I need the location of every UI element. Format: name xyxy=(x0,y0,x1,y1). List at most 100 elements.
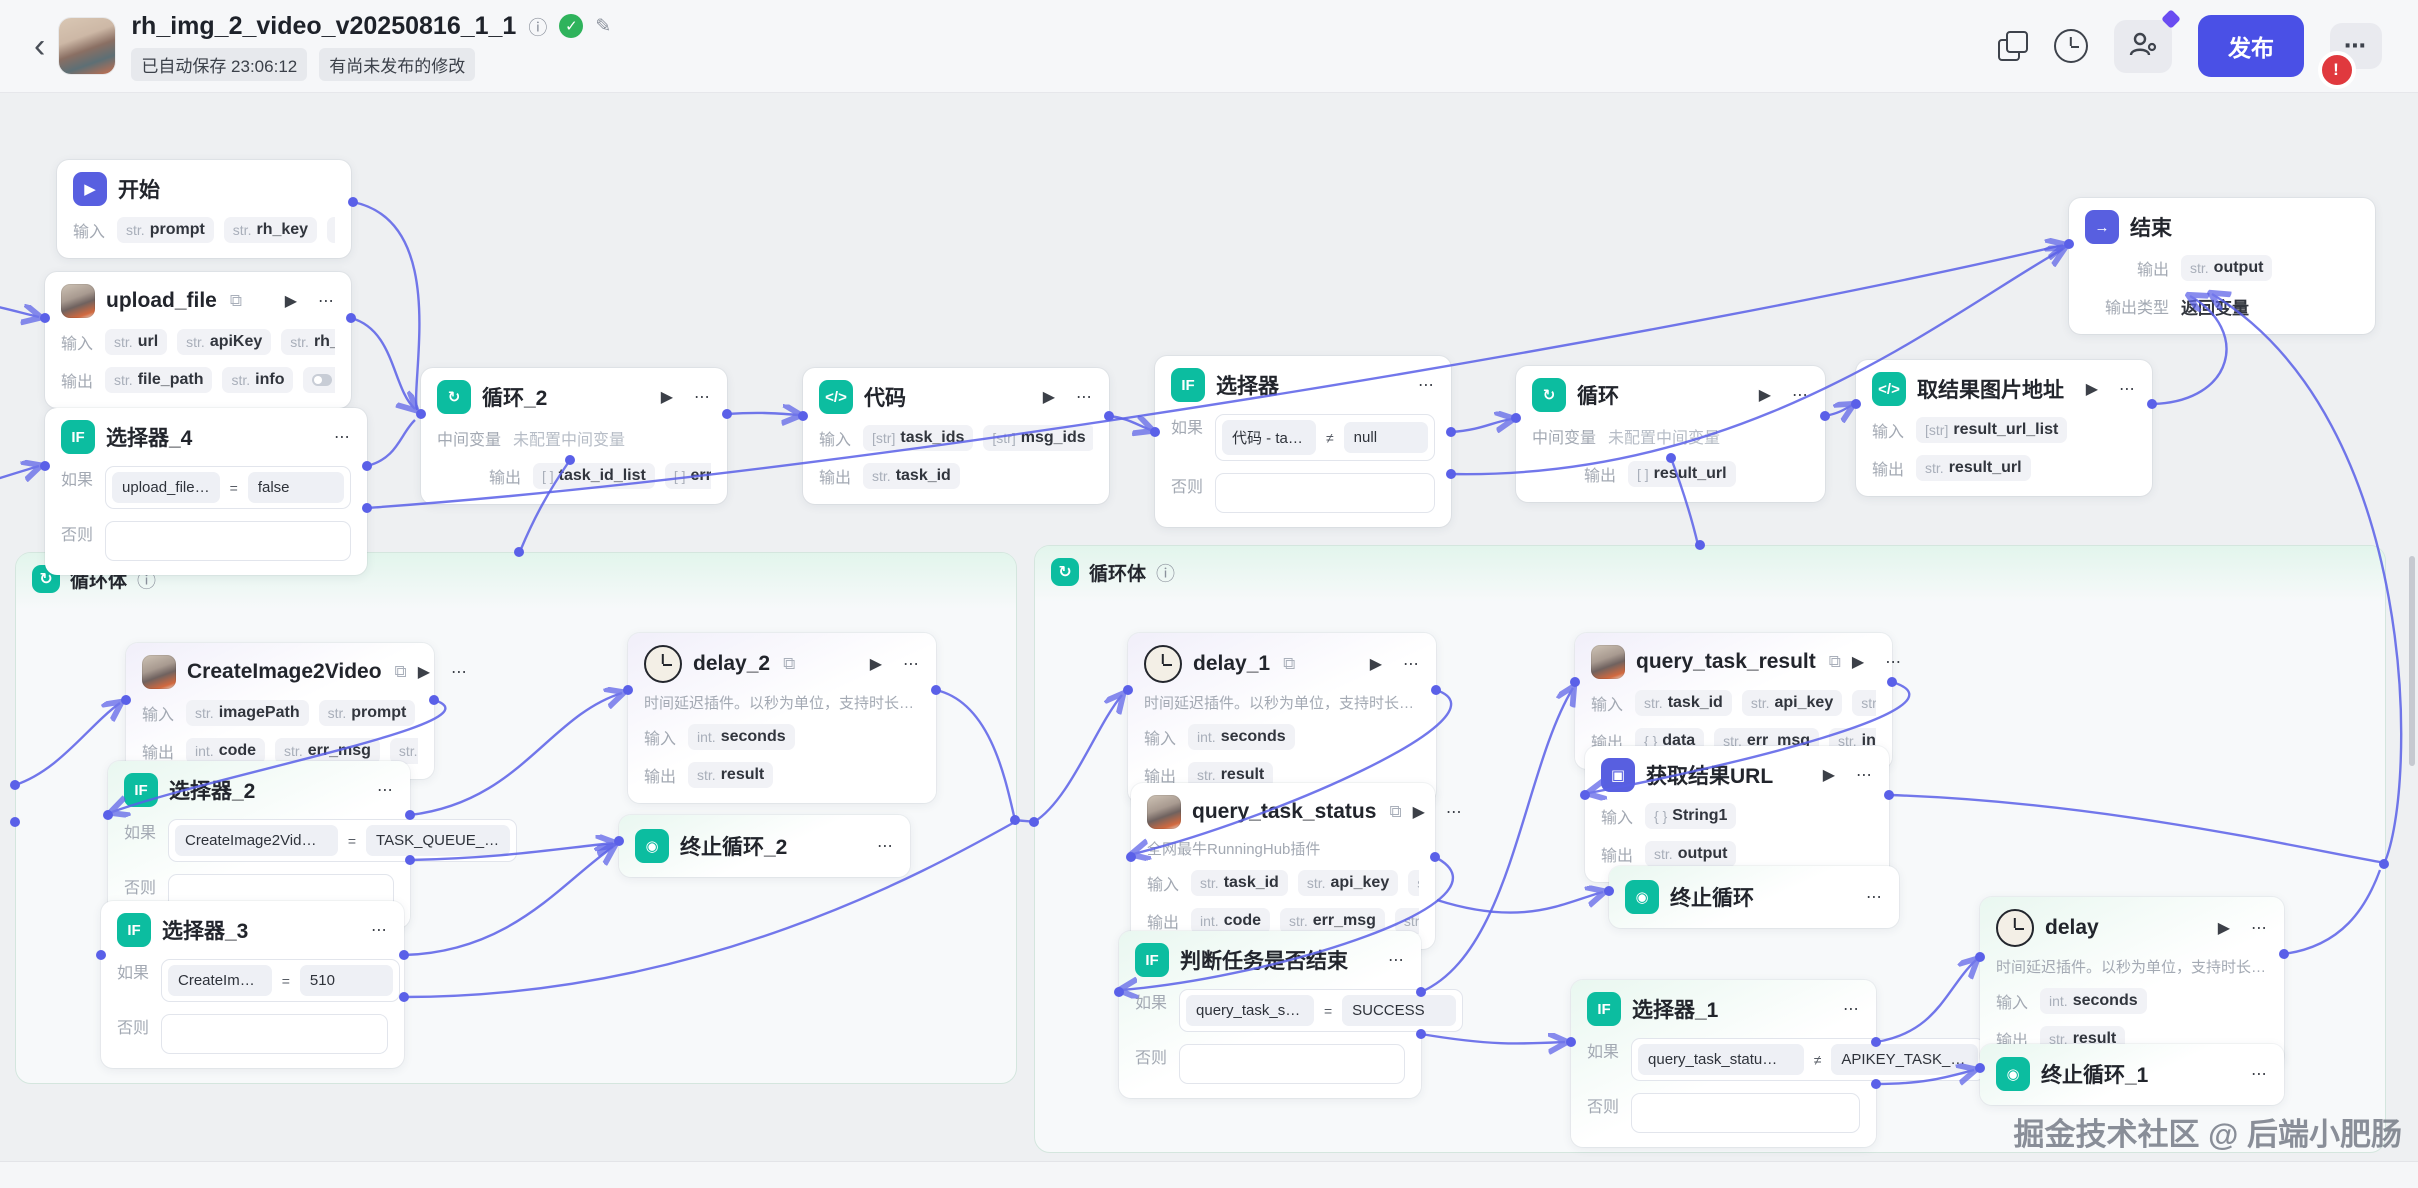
more-button[interactable]: ⋯ xyxy=(2251,1066,2268,1083)
run-button[interactable]: ▶ xyxy=(660,389,674,406)
more-button[interactable]: ⋯ xyxy=(2119,381,2136,398)
back-button[interactable]: ‹ xyxy=(34,27,46,65)
port-dot[interactable] xyxy=(1975,952,1985,962)
header-more-button[interactable]: ⋯ ! xyxy=(2318,23,2382,89)
run-button[interactable]: ▶ xyxy=(417,664,431,681)
port-dot[interactable] xyxy=(1851,399,1861,409)
port-dot[interactable] xyxy=(1871,1037,1881,1047)
port-dot[interactable] xyxy=(40,313,50,323)
run-button[interactable]: ▶ xyxy=(1369,656,1383,673)
condition-op[interactable]: ≠ xyxy=(1813,1051,1822,1068)
port-dot[interactable] xyxy=(614,836,624,846)
condition-box[interactable]: query_task_statu… ≠ APIKEY_TASK_ST… xyxy=(1631,1038,1986,1081)
node-delay-1[interactable]: delay_1 ⧉ ▶ ⋯ 时间延迟插件。以秒为单位，支持时长0 - 59秒。主… xyxy=(1128,633,1436,803)
more-button[interactable]: ⋯ xyxy=(694,389,711,406)
more-button[interactable]: ⋯ xyxy=(1388,952,1405,969)
port-dot[interactable] xyxy=(1566,1037,1576,1047)
node-loop-2[interactable]: ↻ 循环_2 ▶ ⋯ 中间变量 未配置中间变量 输出 [ ]task_id_li… xyxy=(421,368,727,504)
else-box[interactable] xyxy=(1215,473,1435,513)
more-button[interactable]: ⋯ xyxy=(1856,767,1873,784)
port-dot[interactable] xyxy=(931,685,941,695)
node-delay-2[interactable]: delay_2 ⧉ ▶ ⋯ 时间延迟插件。以秒为单位，支持时长0 - 59秒。主… xyxy=(628,633,936,803)
run-button[interactable]: ▶ xyxy=(1822,767,1836,784)
run-button[interactable]: ▶ xyxy=(869,656,883,673)
more-button[interactable]: ⋯ xyxy=(1076,389,1093,406)
run-button[interactable]: ▶ xyxy=(1042,389,1056,406)
node-stop-loop-2[interactable]: ◉ 终止循环_2 ⋯ xyxy=(619,815,910,877)
condition-rhs[interactable]: TASK_QUEUE_M… xyxy=(366,825,511,856)
port-dot[interactable] xyxy=(1446,469,1456,479)
publish-button[interactable]: 发布 xyxy=(2198,15,2304,77)
port-dot[interactable] xyxy=(2279,949,2289,959)
port-dot[interactable] xyxy=(1871,1079,1881,1089)
port-dot[interactable] xyxy=(1666,453,1676,463)
port-dot[interactable] xyxy=(10,780,20,790)
condition-lhs[interactable]: 代码 - task_id xyxy=(1222,420,1316,455)
condition-rhs[interactable]: false xyxy=(247,472,344,503)
node-end[interactable]: → 结束 输出 str.output 输出类型 返回变量 xyxy=(2069,198,2375,334)
node-selector-4[interactable]: IF 选择器_4 ⋯ 如果 upload_file - is… = false … xyxy=(45,408,367,575)
condition-box[interactable]: upload_file - is… = false xyxy=(105,466,351,509)
condition-lhs[interactable]: query_task_statu… xyxy=(1638,1044,1804,1075)
history-icon[interactable] xyxy=(2054,29,2088,63)
condition-op[interactable]: = xyxy=(347,832,357,849)
more-button[interactable]: ⋯ xyxy=(1843,1001,1860,1018)
more-button[interactable]: ⋯ xyxy=(371,922,388,939)
port-dot[interactable] xyxy=(1975,1063,1985,1073)
run-button[interactable]: ▶ xyxy=(1851,654,1866,671)
condition-op[interactable]: = xyxy=(1323,1002,1333,1019)
more-button[interactable]: ⋯ xyxy=(877,838,894,855)
port-dot[interactable] xyxy=(1431,685,1441,695)
port-dot[interactable] xyxy=(1114,987,1124,997)
node-stop-loop[interactable]: ◉ 终止循环 ⋯ xyxy=(1609,866,1899,928)
run-button[interactable]: ▶ xyxy=(1412,804,1426,821)
more-button[interactable]: ⋯ xyxy=(377,782,394,799)
condition-lhs[interactable]: upload_file - is… xyxy=(112,472,220,503)
more-button[interactable]: ⋯ xyxy=(1445,804,1463,821)
else-box[interactable] xyxy=(1631,1093,1860,1133)
condition-op[interactable]: = xyxy=(229,479,238,496)
port-dot[interactable] xyxy=(565,455,575,465)
node-selector-1[interactable]: IF 选择器_1 ⋯ 如果 query_task_statu… ≠ APIKEY… xyxy=(1571,980,1986,1147)
run-button[interactable]: ▶ xyxy=(1758,387,1772,404)
else-box[interactable] xyxy=(105,521,351,561)
node-loop[interactable]: ↻ 循环 ▶ ⋯ 中间变量 未配置中间变量 输出 [ ]result_url xyxy=(1516,366,1825,502)
node-delay[interactable]: delay ▶ ⋯ 时间延迟插件。以秒为单位，支持时长0 - 59秒。主要用于延… xyxy=(1980,897,2284,1067)
node-stop-loop-1[interactable]: ◉ 终止循环_1 ⋯ xyxy=(1980,1044,2284,1105)
port-dot[interactable] xyxy=(103,810,113,820)
port-dot[interactable] xyxy=(1430,852,1440,862)
condition-rhs[interactable]: SUCCESS xyxy=(1342,995,1456,1026)
port-dot[interactable] xyxy=(2064,239,2074,249)
port-dot[interactable] xyxy=(514,547,524,557)
more-button[interactable]: ⋯ xyxy=(1403,656,1420,673)
condition-rhs[interactable]: APIKEY_TASK_ST… xyxy=(1831,1044,1979,1075)
port-dot[interactable] xyxy=(362,503,372,513)
port-dot[interactable] xyxy=(1104,411,1114,421)
port-dot[interactable] xyxy=(1126,852,1136,862)
port-dot[interactable] xyxy=(1010,815,1020,825)
port-dot[interactable] xyxy=(1570,677,1580,687)
run-button[interactable]: ▶ xyxy=(2085,381,2099,398)
port-dot[interactable] xyxy=(1416,1029,1426,1039)
more-button[interactable]: ⋯ xyxy=(2251,920,2268,937)
else-box[interactable] xyxy=(1179,1044,1405,1084)
port-dot[interactable] xyxy=(1884,790,1894,800)
condition-rhs[interactable]: null xyxy=(1343,422,1428,453)
port-dot[interactable] xyxy=(362,461,372,471)
port-dot[interactable] xyxy=(1580,790,1590,800)
port-dot[interactable] xyxy=(1511,413,1521,423)
more-button[interactable]: ⋯ xyxy=(1885,654,1903,671)
port-dot[interactable] xyxy=(1446,427,1456,437)
port-dot[interactable] xyxy=(429,695,439,705)
else-box[interactable] xyxy=(161,1014,388,1054)
run-button[interactable]: ▶ xyxy=(2217,920,2231,937)
more-button[interactable]: ⋯ xyxy=(1866,889,1883,906)
condition-op[interactable]: = xyxy=(281,972,290,989)
port-dot[interactable] xyxy=(121,695,131,705)
condition-lhs[interactable]: query_task_statu… xyxy=(1186,995,1314,1026)
info-icon[interactable]: ⓘ xyxy=(528,17,548,39)
node-selector[interactable]: IF 选择器 ⋯ 如果 代码 - task_id ≠ null 否则 xyxy=(1155,356,1451,527)
port-dot[interactable] xyxy=(1604,886,1614,896)
